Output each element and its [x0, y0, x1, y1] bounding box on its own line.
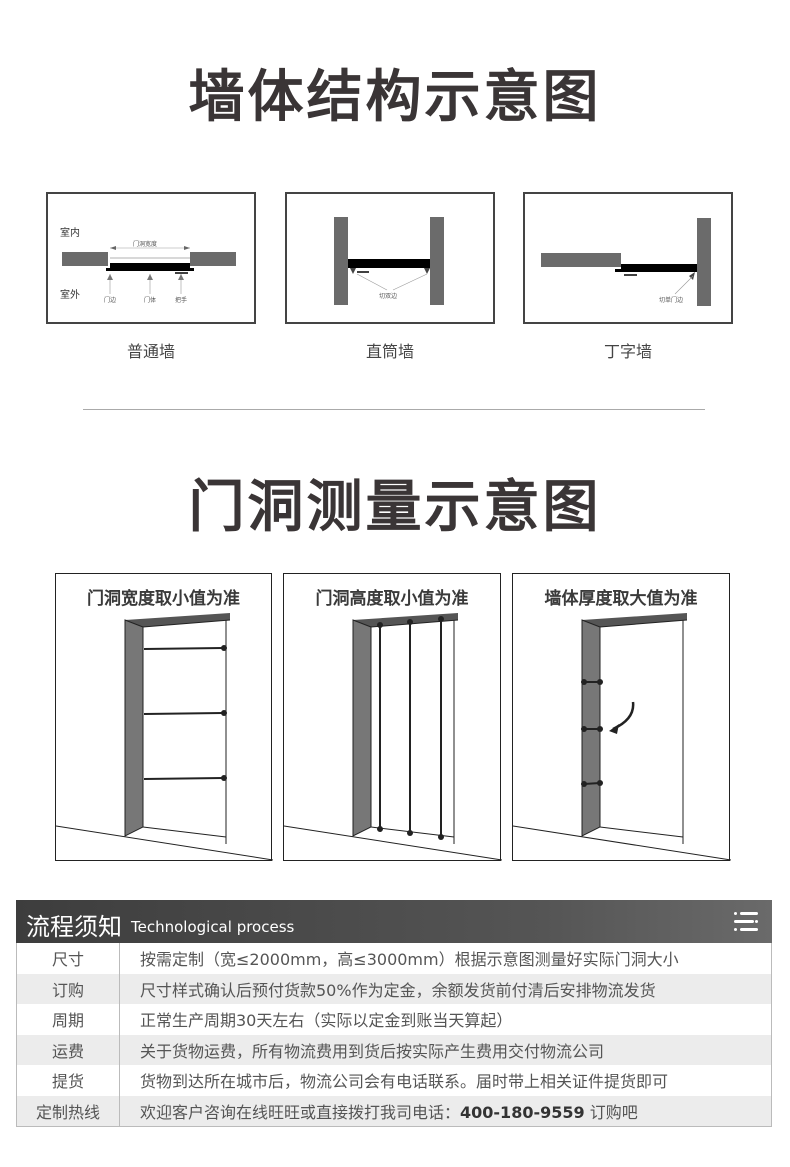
svg-text:切单门边: 切单门边 — [659, 296, 683, 304]
svg-text:把手: 把手 — [175, 296, 187, 304]
row-key: 定制热线 — [17, 1095, 120, 1126]
measure-height-label: 门洞高度取小值为准 — [315, 589, 469, 609]
hotline-suffix: 订购吧 — [584, 1102, 638, 1122]
row-value: 关于货物运费，所有物流费用到货后按实际产生费用交付物流公司 — [140, 1041, 605, 1061]
door-height-drawing — [284, 613, 502, 861]
svg-text:门洞宽度: 门洞宽度 — [133, 240, 157, 248]
row-key: 尺寸 — [17, 943, 120, 974]
hotline-phone[interactable]: 400-180-9559 — [460, 1102, 585, 1122]
wall-diagram-normal: 室内 室外 门洞宽度 门边 门体 把手 — [46, 192, 256, 324]
measure-width-label: 门洞宽度取小值为准 — [87, 589, 240, 609]
svg-text:门体: 门体 — [144, 296, 156, 304]
table-row-shipping: 运费 关于货物运费，所有物流费用到货后按实际产生费用交付物流公司 — [17, 1034, 771, 1065]
process-table-body: 尺寸 按需定制（宽≤2000mm，高≤3000mm）根据示意图测量好实际门洞大小… — [16, 943, 772, 1127]
process-title-cn: 流程须知 — [26, 913, 122, 941]
wall-label-normal: 普通墙 — [126, 342, 175, 361]
row-key: 订购 — [17, 973, 120, 1004]
process-title-en: Technological process — [131, 918, 295, 936]
measure-thickness-label: 墙体厚度取大值为准 — [544, 589, 698, 609]
svg-text:切双边: 切双边 — [379, 292, 397, 300]
straight-wall-drawing: 切双边 — [334, 217, 444, 305]
row-key: 运费 — [17, 1034, 120, 1065]
table-row-hotline: 定制热线 欢迎客户咨询在线旺旺或直接拨打我司电话：400-180-9559 订购… — [17, 1095, 771, 1126]
hotline-prefix: 欢迎客户咨询在线旺旺或直接拨打我司电话： — [140, 1102, 461, 1122]
outside-label: 室外 — [60, 288, 80, 301]
table-row-order: 订购 尺寸样式确认后预付货款50%作为定金，余额发货前付清后安排物流发货 — [17, 973, 771, 1004]
row-key: 周期 — [17, 1004, 120, 1035]
row-value: 尺寸样式确认后预付货款50%作为定金，余额发货前付清后安排物流发货 — [140, 980, 656, 1000]
inside-label: 室内 — [60, 226, 80, 239]
svg-text:门边: 门边 — [104, 296, 116, 304]
door-measurement-title: 门洞测量示意图 — [188, 475, 602, 540]
wall-label-straight: 直筒墙 — [365, 342, 414, 361]
t-wall-drawing: 切单门边 — [541, 218, 711, 306]
measure-thickness-panel: 墙体厚度取大值为准 — [512, 573, 731, 861]
row-value: 按需定制（宽≤2000mm，高≤3000mm）根据示意图测量好实际门洞大小 — [140, 950, 679, 970]
list-icon — [734, 912, 758, 932]
measure-height-panel: 门洞高度取小值为准 — [283, 573, 502, 861]
table-row-pickup: 提货 货物到达所在城市后，物流公司会有电话联系。届时带上相关证件提货即可 — [17, 1065, 771, 1096]
measure-width-panel: 门洞宽度取小值为准 — [55, 573, 273, 861]
wall-diagram-straight: 切双边 — [285, 192, 495, 324]
section-divider — [83, 409, 705, 410]
row-value: 货物到达所在城市后，物流公司会有电话联系。届时带上相关证件提货即可 — [140, 1072, 669, 1092]
door-width-drawing — [56, 613, 273, 861]
wall-label-t-shape: 丁字墙 — [603, 342, 652, 361]
wall-thickness-drawing — [513, 613, 731, 861]
table-row-size: 尺寸 按需定制（宽≤2000mm，高≤3000mm）根据示意图测量好实际门洞大小 — [17, 943, 771, 974]
table-row-cycle: 周期 正常生产周期30天左右（实际以定金到账当天算起） — [17, 1004, 771, 1035]
row-value: 正常生产周期30天左右（实际以定金到账当天算起） — [140, 1011, 513, 1031]
curved-arrow-icon — [612, 701, 635, 731]
row-value: 欢迎客户咨询在线旺旺或直接拨打我司电话：400-180-9559 订购吧 — [120, 1099, 638, 1123]
wall-diagram-t-shape: 切单门边 — [523, 192, 733, 324]
process-table: 流程须知 Technological process 尺寸 按需定制（宽≤200… — [16, 900, 772, 1127]
normal-wall-drawing: 室内 室外 门洞宽度 门边 门体 把手 — [60, 226, 236, 304]
row-key: 提货 — [17, 1065, 120, 1096]
wall-structure-title: 墙体结构示意图 — [188, 65, 602, 130]
process-table-header: 流程须知 Technological process — [16, 900, 772, 943]
